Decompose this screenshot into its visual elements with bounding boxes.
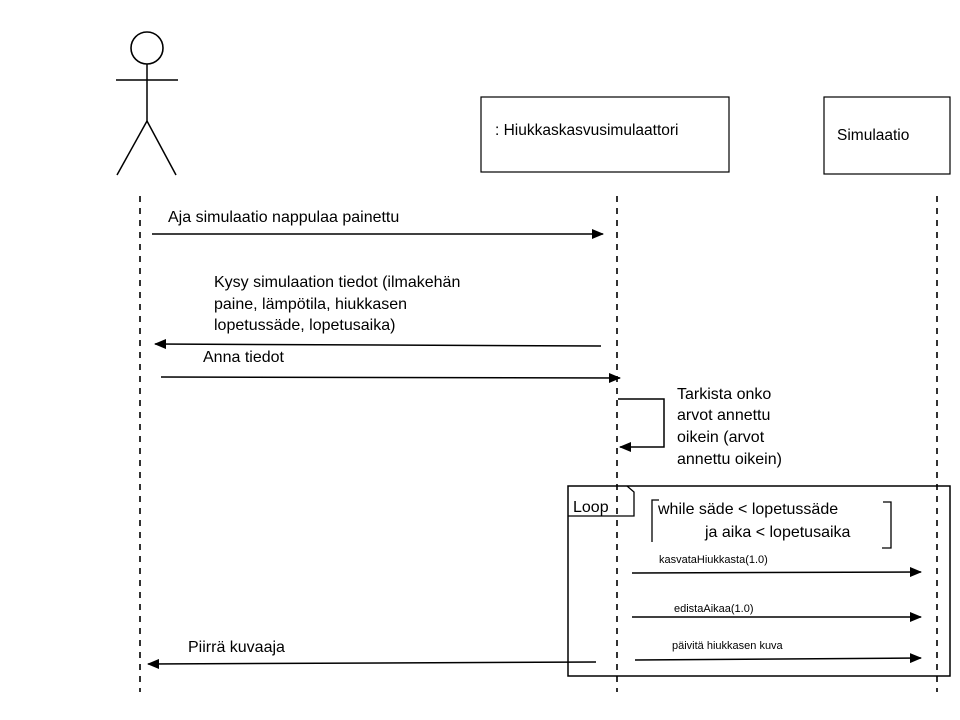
message-ask-data-label-line-1: Kysy simulaation tiedot (ilmakehän (214, 274, 460, 291)
message-grow-particle-label: kasvataHiukkasta(1.0) (659, 554, 768, 566)
message-grow-particle-arrow (631, 567, 922, 578)
actor-stick-figure (116, 31, 178, 176)
message-ask-data-label-line-3: lopetussäde, lopetusaika) (214, 317, 395, 334)
message-update-image-arrow (634, 653, 922, 664)
participant-controller-label: : Hiukkaskasvusimulaattori (495, 122, 678, 139)
self-message-validate-label-line-2: arvot annettu (677, 407, 770, 424)
loop-frame: Loop while säde < lopetussäde ja aika < … (567, 485, 951, 677)
message-give-data-arrow (160, 372, 621, 383)
message-give-data-label: Anna tiedot (203, 349, 285, 366)
self-message-validate-label-line-1: Tarkista onko (677, 386, 771, 403)
participant-simulation-label: Simulaatio (837, 127, 909, 144)
message-draw-graph-label: Piirrä kuvaaja (188, 639, 285, 656)
message-advance-time-label: edistaAikaa(1.0) (674, 603, 754, 615)
loop-guard-right-bracket (882, 501, 892, 549)
message-update-image-label: päivitä hiukkasen kuva (672, 640, 784, 652)
self-message-validate-label-line-4: annettu oikein) (677, 451, 782, 468)
loop-guard-line-2: ja aika < lopetusaika (704, 524, 851, 541)
message-ask-data-arrow (154, 339, 602, 350)
loop-guard-left-bracket (651, 499, 659, 542)
message-ask-data-label-line-2: paine, lämpötila, hiukkasen (214, 296, 407, 313)
self-message-validate-arrow (618, 398, 665, 452)
loop-frame-label: Loop (573, 499, 609, 516)
message-draw-graph-arrow (147, 658, 597, 669)
message-run-simulation-label: Aja simulaatio nappulaa painettu (168, 209, 399, 226)
self-message-validate-label-line-3: oikein (arvot (677, 429, 765, 446)
participant-simulation: Simulaatio (823, 96, 951, 175)
participant-controller: : Hiukkaskasvusimulaattori (480, 96, 730, 173)
loop-guard-line-1: while säde < lopetussäde (657, 501, 838, 518)
